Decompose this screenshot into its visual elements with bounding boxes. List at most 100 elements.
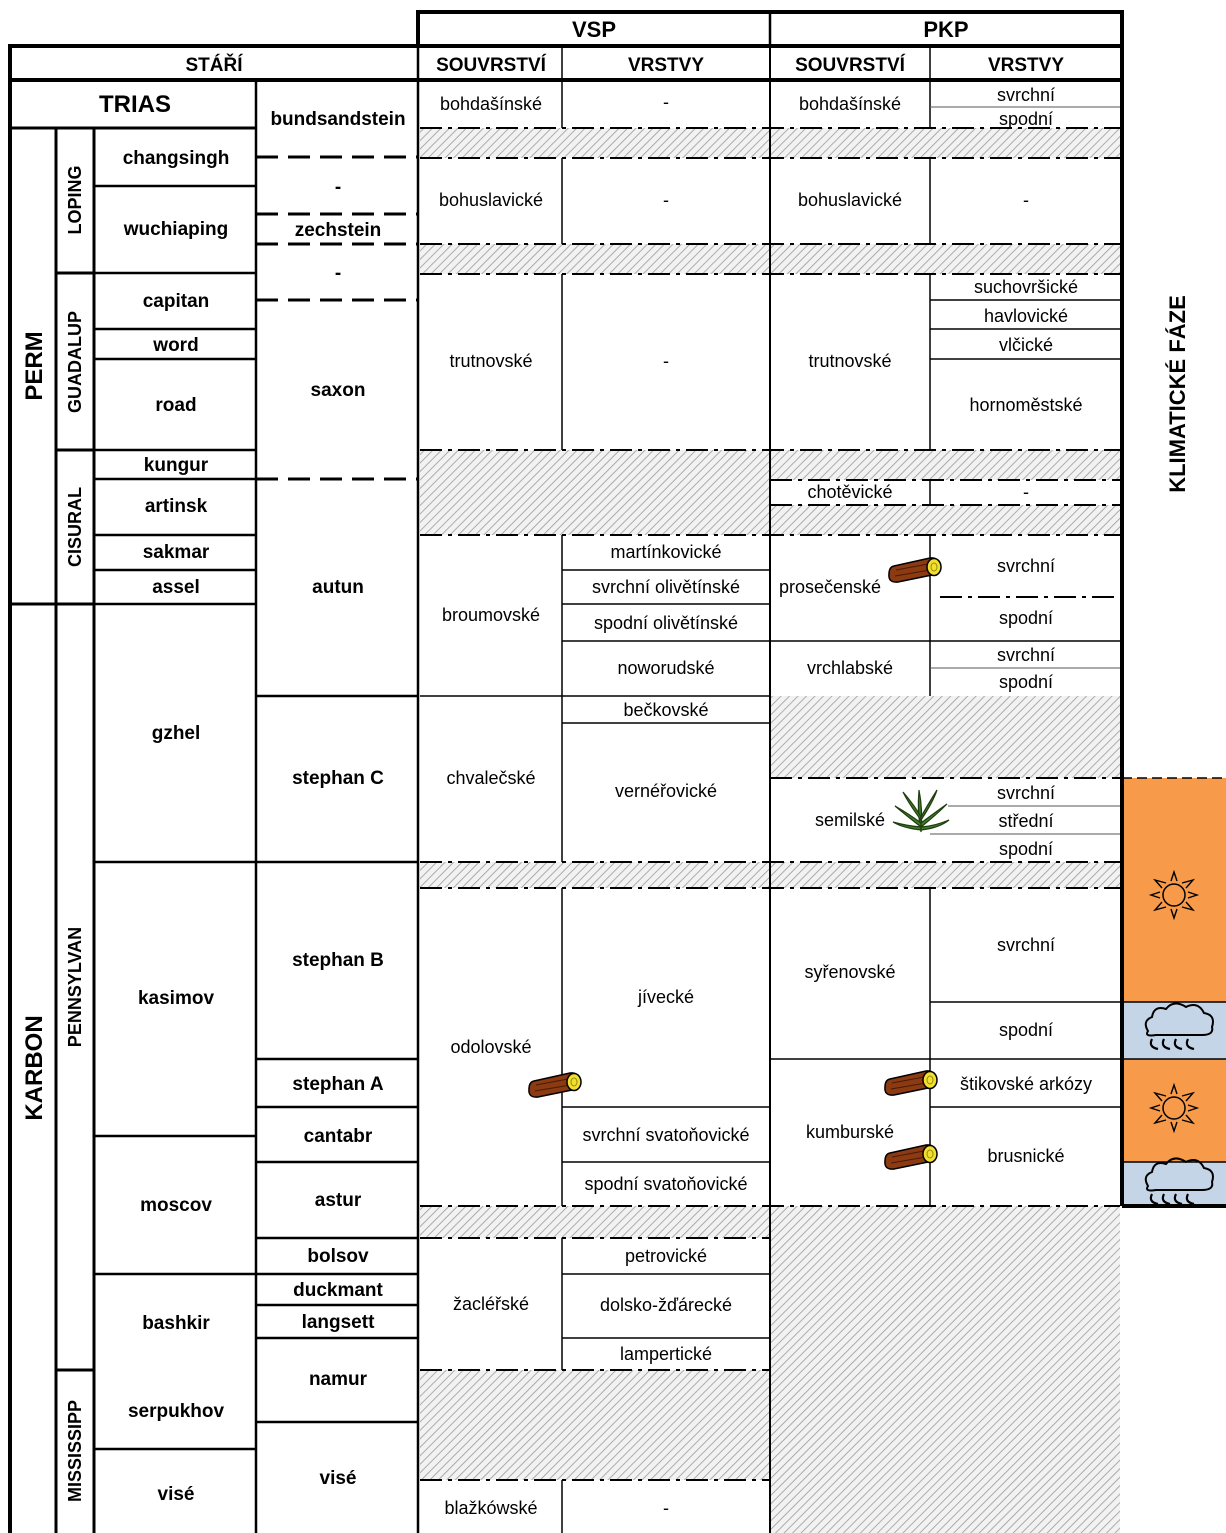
stage-kungur: kungur xyxy=(144,455,209,476)
stage-word: word xyxy=(152,335,198,356)
vsp-layer-dash-1: - xyxy=(663,92,669,112)
vsp-layer-noworudske: noworudské xyxy=(617,658,714,678)
local-stephan-a: stephan A xyxy=(292,1074,383,1095)
stage-vise: visé xyxy=(158,1484,195,1505)
local-langsett: langsett xyxy=(302,1312,376,1333)
local-stephan-b: stephan B xyxy=(292,950,384,971)
series-guadalup: GUADALUP xyxy=(65,311,85,413)
vsp-formation-bohdasinske: bohdašínské xyxy=(440,94,542,114)
header-vsp-formations: SOUVRSTVÍ xyxy=(436,54,547,76)
vsp-layer-spodni-svatonovicke: spodní svatoňovické xyxy=(584,1174,747,1194)
pkp-formation-trutnovske: trutnovské xyxy=(808,351,891,371)
log-icon xyxy=(884,1070,938,1096)
pkp-layer-havlovicke: havlovické xyxy=(984,306,1068,326)
local-duckmant: duckmant xyxy=(293,1280,383,1301)
local-dash-1: - xyxy=(335,177,341,198)
vsp-layer-svrchni-olivetinske: svrchní olivětínské xyxy=(592,577,740,597)
local-saxon: saxon xyxy=(311,380,366,401)
local-cantabr: cantabr xyxy=(304,1126,373,1147)
pkp-layer-svrchni-4: svrchní xyxy=(997,783,1055,803)
local-astur: astur xyxy=(315,1190,362,1211)
vsp-layer-lampertice: lampertické xyxy=(620,1344,712,1364)
stage-road: road xyxy=(155,395,196,416)
pkp-formation-semilske: semilské xyxy=(815,810,885,830)
series-loping: LOPING xyxy=(65,165,85,234)
vsp-formation-bohuslavicke: bohuslavické xyxy=(439,190,543,210)
stage-capitan: capitan xyxy=(143,291,210,312)
vsp-formation-broumovske: broumovské xyxy=(442,605,540,625)
log-icon xyxy=(884,1144,938,1170)
stage-changsingh: changsingh xyxy=(123,148,230,169)
hatched-gaps xyxy=(420,128,1120,1533)
stage-sakmar: sakmar xyxy=(143,542,210,563)
stage-wuchiaping: wuchiaping xyxy=(123,219,229,240)
header-pkp-layers: VRSTVY xyxy=(988,55,1064,76)
system-trias: TRIAS xyxy=(99,91,171,118)
fern-icon xyxy=(892,789,950,833)
vsp-formation-trutnovske: trutnovské xyxy=(449,351,532,371)
stage-artinsk: artinsk xyxy=(145,496,208,517)
vsp-layer-dash-2: - xyxy=(663,190,669,210)
fossil-icons xyxy=(528,557,950,1170)
pkp-layer-spodni-5: spodní xyxy=(999,1020,1053,1040)
pkp-formation-vrchlabske: vrchlabské xyxy=(807,658,893,678)
pkp-layer-svrchni-3: svrchní xyxy=(997,645,1055,665)
labels: VSP PKP STÁŘÍ SOUVRSTVÍ VRSTVY SOUVRSTVÍ… xyxy=(21,17,1190,1518)
system-perm: PERM xyxy=(21,331,48,400)
vsp-layer-dash-4: - xyxy=(663,1498,669,1518)
pkp-layer-svrchni-1: svrchní xyxy=(997,85,1055,105)
pkp-layer-vlcicke: vlčické xyxy=(999,335,1053,355)
pkp-layer-dash-2: - xyxy=(1023,482,1029,502)
vsp-layer-beckovske: bečkovské xyxy=(623,700,708,720)
stage-assel: assel xyxy=(152,577,200,598)
pkp-formation-syrenovske: syřenovské xyxy=(804,962,895,982)
pkp-layer-brusnicke: brusnické xyxy=(987,1146,1064,1166)
pkp-layer-dash-1: - xyxy=(1023,190,1029,210)
stage-moscov: moscov xyxy=(140,1195,212,1216)
local-stephan-c: stephan C xyxy=(292,768,384,789)
pkp-formation-bohuslavicke: bohuslavické xyxy=(798,190,902,210)
header-pkp: PKP xyxy=(923,17,968,42)
header-vsp: VSP xyxy=(572,17,616,42)
header-pkp-formations: SOUVRSTVÍ xyxy=(795,54,906,76)
vsp-layer-dash-3: - xyxy=(663,351,669,371)
stage-bashkir: bashkir xyxy=(142,1313,210,1334)
header-vsp-layers: VRSTVY xyxy=(628,55,704,76)
vsp-layer-martinkovicke: martínkovické xyxy=(610,542,721,562)
local-vise: visé xyxy=(320,1468,357,1489)
vsp-formation-blazkowske: blažkówské xyxy=(444,1498,537,1518)
pkp-layer-suchovrsicke: suchovršické xyxy=(974,277,1078,297)
log-icon xyxy=(528,1072,582,1098)
pkp-layer-spodni-4: spodní xyxy=(999,839,1053,859)
vsp-layer-jivecke: jívecké xyxy=(637,987,694,1007)
pkp-formation-kumburske: kumburské xyxy=(806,1122,894,1142)
vsp-formation-chvalecske: chvalečské xyxy=(446,768,535,788)
local-autun: autun xyxy=(312,577,364,598)
series-mississipp: MISSISSIPP xyxy=(65,1400,85,1502)
pkp-layer-spodni-3: spodní xyxy=(999,672,1053,692)
vsp-layer-dolsko-zdarecke: dolsko-žďárecké xyxy=(600,1295,732,1315)
stage-kasimov: kasimov xyxy=(138,988,214,1009)
local-zechstein: zechstein xyxy=(295,220,382,241)
pkp-layer-spodni-1: spodní xyxy=(999,109,1053,129)
log-icon xyxy=(888,557,942,583)
pkp-formation-bohdasinske: bohdašínské xyxy=(799,94,901,114)
climate-column xyxy=(1122,777,1226,1208)
vsp-layer-vernerovicke: vernéřovické xyxy=(615,781,717,801)
dry-phase-2 xyxy=(1122,1059,1226,1162)
pkp-layer-svrchni-2: svrchní xyxy=(997,556,1055,576)
dry-phase-1 xyxy=(1122,778,1226,1002)
header-climatic-phase: KLIMATICKÉ FÁZE xyxy=(1165,295,1190,493)
wet-phase-1 xyxy=(1122,1002,1226,1059)
pkp-layer-hornomestske: hornoměstské xyxy=(969,395,1082,415)
series-cisural: CISURAL xyxy=(65,487,85,567)
header-age: STÁŘÍ xyxy=(186,54,244,76)
pkp-layer-spodni-2: spodní xyxy=(999,608,1053,628)
pkp-formation-prosecenske: prosečenské xyxy=(779,577,881,597)
pkp-formation-chotevicke: chotěvické xyxy=(807,482,892,502)
vsp-layer-svrchni-svatonovicke: svrchní svatoňovické xyxy=(582,1125,749,1145)
pkp-layer-svrchni-5: svrchní xyxy=(997,935,1055,955)
pkp-layer-stikovske-arkozy: štikovské arkózy xyxy=(960,1074,1092,1094)
local-dash-2: - xyxy=(335,263,341,284)
